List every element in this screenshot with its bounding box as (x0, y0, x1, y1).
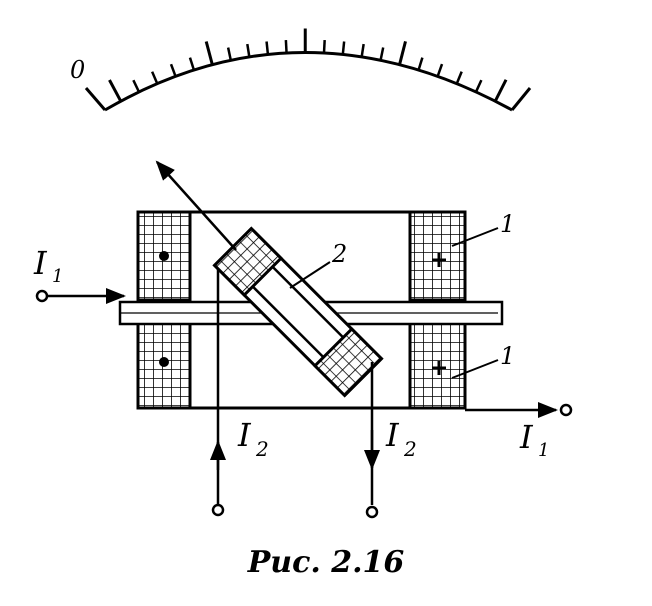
label-current-moving-right: I 2 (385, 416, 417, 461)
scale-minor-tick (417, 57, 424, 71)
scale-minor-tick (265, 41, 270, 55)
cross-current-in-icon (432, 361, 446, 375)
scale-minor-tick (379, 47, 385, 61)
terminal-icon (35, 289, 49, 303)
input-lead-left (35, 288, 126, 304)
dot-current-out-icon (159, 357, 169, 367)
scale-arc (104, 51, 513, 112)
svg-text:I: I (33, 244, 48, 282)
fixed-coil-left-top (136, 210, 192, 302)
terminal-icon (559, 403, 573, 417)
svg-text:1: 1 (538, 440, 549, 461)
label-fixed-coil-bottom: 1 (500, 342, 515, 370)
scale-major-tick (493, 79, 508, 102)
svg-text:1: 1 (52, 266, 63, 287)
label-current-in-left: I 1 (33, 244, 63, 287)
terminal-icon (211, 503, 225, 517)
svg-text:2: 2 (255, 437, 269, 461)
instrument-scale: 0 (70, 28, 532, 112)
scale-major-tick (108, 79, 123, 102)
label-moving-coil: 2 (331, 240, 347, 268)
scale-minor-tick (455, 71, 463, 85)
fixed-coil-left-bottom (136, 318, 192, 410)
moving-coil-lead-right (364, 362, 380, 519)
svg-text:2: 2 (403, 437, 417, 461)
output-lead-right (465, 402, 573, 418)
scale-minor-tick (341, 41, 346, 55)
scale-minor-tick (150, 71, 159, 85)
leader-coil-1-bottom (451, 359, 499, 379)
scale-minor-tick (436, 63, 444, 77)
label-current-moving-left: I 2 (237, 416, 269, 461)
moving-coil (212, 226, 384, 398)
scale-minor-tick (284, 39, 288, 54)
leader-coil-1-top (451, 227, 499, 247)
scale-major-tick (398, 41, 407, 66)
svg-text:I: I (385, 416, 400, 454)
leader-coil-2 (289, 261, 331, 289)
pointer-arrow (155, 160, 237, 251)
figure-caption: Рис. 2.16 (247, 545, 405, 580)
svg-text:I: I (519, 418, 534, 456)
svg-text:I: I (237, 416, 252, 454)
scale-minor-tick (132, 79, 141, 93)
scale-ticks (108, 28, 508, 102)
moving-coil-lead-left (210, 268, 226, 517)
dot-current-out-icon (159, 251, 169, 261)
scale-minor-tick (360, 43, 365, 58)
fixed-coil-right-top (408, 210, 467, 302)
scale-minor-tick (322, 39, 326, 54)
scale-minor-tick (474, 79, 483, 93)
scale-minor-tick (246, 43, 251, 58)
scale-minor-tick (226, 47, 233, 61)
label-fixed-coil-top: 1 (500, 210, 515, 238)
scale-minor-tick (169, 63, 177, 77)
scale-end-right (510, 87, 532, 111)
cross-current-in-icon (432, 253, 446, 267)
scale-end-left (84, 87, 107, 111)
scale-zero-label: 0 (70, 56, 85, 84)
fixed-coil-right-bottom (408, 318, 467, 410)
label-current-out-right: I 1 (519, 418, 549, 461)
scale-major-tick (204, 41, 214, 66)
scale-minor-tick (188, 57, 196, 71)
mechanism-frame (190, 210, 410, 410)
terminal-icon (365, 505, 379, 519)
